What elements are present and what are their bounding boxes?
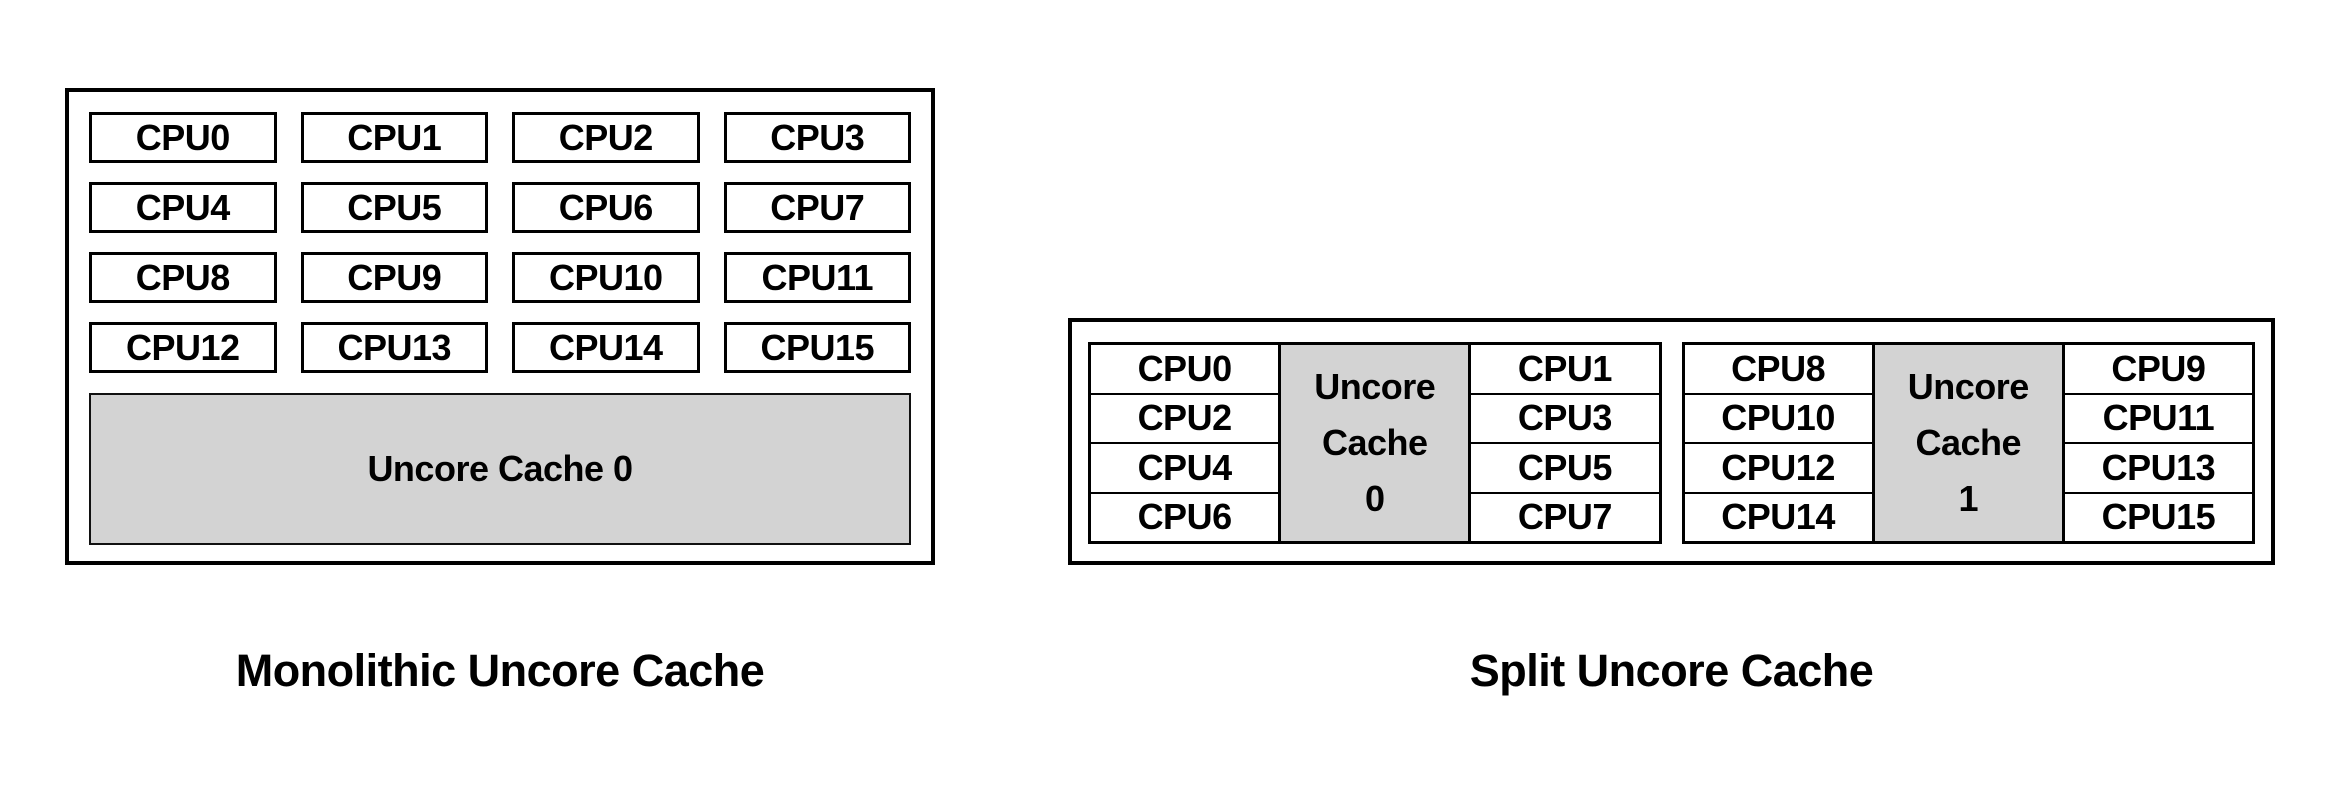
cluster-0-right-column: CPU1 CPU3 CPU5 CPU7 bbox=[1471, 345, 1659, 541]
cpu-box: CPU7 bbox=[1471, 493, 1659, 541]
cpu-box: CPU2 bbox=[1091, 394, 1279, 444]
cluster-1-left-column: CPU8 CPU10 CPU12 CPU14 bbox=[1684, 345, 1875, 541]
cpu-box: CPU8 bbox=[1684, 345, 1872, 395]
cpu-box: CPU1 bbox=[300, 112, 488, 163]
cpu-box: CPU3 bbox=[1471, 394, 1659, 444]
cpu-box: CPU6 bbox=[1091, 493, 1279, 541]
cpu-box: CPU10 bbox=[512, 252, 700, 303]
split-cluster-0: CPU0 CPU2 CPU4 CPU6 Uncore Cache 0 CPU1 … bbox=[1088, 342, 1662, 544]
monolithic-uncore-diagram: CPU0 CPU1 CPU2 CPU3 CPU4 CPU5 CPU6 CPU7 … bbox=[65, 88, 935, 565]
cpu-box: CPU4 bbox=[1091, 444, 1279, 494]
cpu-box: CPU15 bbox=[723, 322, 911, 373]
cache-label-line: 1 bbox=[1958, 478, 1979, 519]
cpu-box: CPU1 bbox=[1471, 345, 1659, 395]
monolithic-cpu-grid: CPU0 CPU1 CPU2 CPU3 CPU4 CPU5 CPU6 CPU7 … bbox=[89, 112, 911, 373]
cache-label-line: Uncore bbox=[1907, 366, 2030, 407]
uncore-cache-0-split-box: Uncore Cache 0 bbox=[1281, 345, 1472, 541]
cpu-box: CPU6 bbox=[512, 182, 700, 233]
cpu-box: CPU10 bbox=[1684, 394, 1872, 444]
cpu-box: CPU8 bbox=[89, 252, 277, 303]
cpu-box: CPU0 bbox=[89, 112, 277, 163]
cache-label-line: Uncore bbox=[1314, 366, 1436, 407]
cpu-box: CPU11 bbox=[2064, 394, 2253, 444]
uncore-cache-1-split-box: Uncore Cache 1 bbox=[1874, 345, 2065, 541]
cpu-box: CPU11 bbox=[723, 252, 911, 303]
cpu-box: CPU0 bbox=[1091, 345, 1279, 395]
cpu-box: CPU2 bbox=[512, 112, 700, 163]
cpu-box: CPU3 bbox=[723, 112, 911, 163]
cpu-box: CPU4 bbox=[89, 182, 277, 233]
cpu-box: CPU5 bbox=[300, 182, 488, 233]
cache-label-line: Cache bbox=[1915, 422, 2022, 463]
cpu-box: CPU12 bbox=[1684, 444, 1872, 494]
cpu-box: CPU13 bbox=[300, 322, 488, 373]
cpu-box: CPU12 bbox=[89, 322, 277, 373]
cpu-box: CPU9 bbox=[2064, 345, 2253, 395]
cache-label-line: Cache bbox=[1321, 422, 1428, 463]
cluster-0-left-column: CPU0 CPU2 CPU4 CPU6 bbox=[1091, 345, 1282, 541]
cluster-1-right-column: CPU9 CPU11 CPU13 CPU15 bbox=[2064, 345, 2253, 541]
cpu-box: CPU15 bbox=[2064, 493, 2253, 541]
cache-label-line: 0 bbox=[1364, 478, 1385, 519]
cpu-box: CPU5 bbox=[1471, 444, 1659, 494]
split-caption: Split Uncore Cache bbox=[1469, 645, 1874, 696]
split-cluster-1: CPU8 CPU10 CPU12 CPU14 Uncore Cache 1 CP… bbox=[1681, 342, 2255, 544]
cpu-box: CPU14 bbox=[1684, 493, 1872, 541]
cpu-box: CPU14 bbox=[512, 322, 700, 373]
monolithic-caption: Monolithic Uncore Cache bbox=[235, 645, 765, 696]
uncore-cache-0-box: Uncore Cache 0 bbox=[89, 393, 911, 545]
cpu-box: CPU7 bbox=[723, 182, 911, 233]
cpu-box: CPU13 bbox=[2064, 444, 2253, 494]
cpu-box: CPU9 bbox=[300, 252, 488, 303]
split-uncore-diagram: CPU0 CPU2 CPU4 CPU6 Uncore Cache 0 CPU1 … bbox=[1068, 318, 2275, 565]
